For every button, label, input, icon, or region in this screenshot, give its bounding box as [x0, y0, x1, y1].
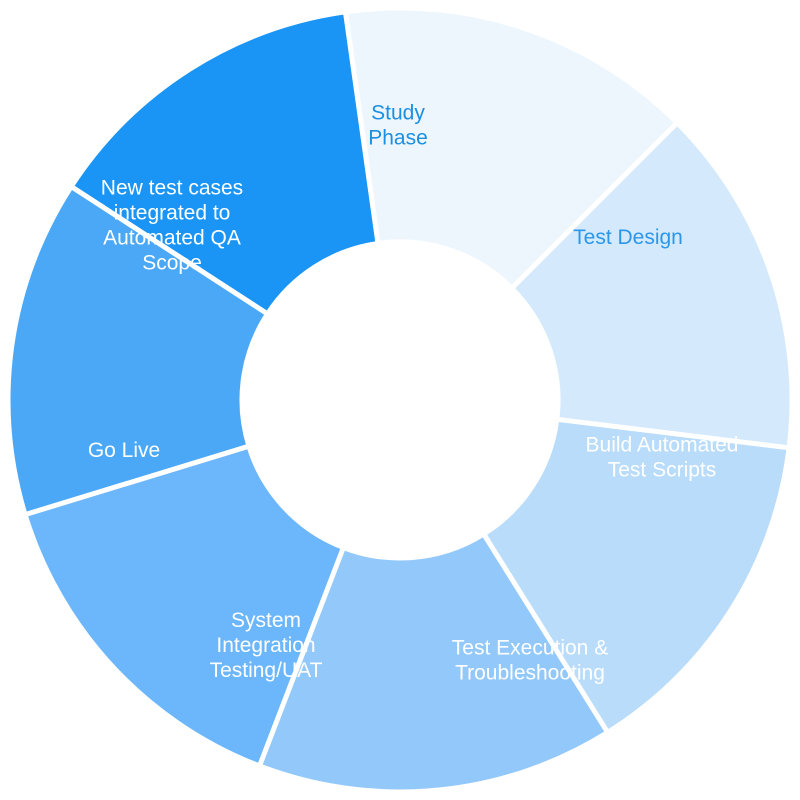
cycle-segment-new-test-cases-integrated [68, 9, 381, 317]
cycle-label-line: Build Automated [586, 434, 739, 457]
cycle-label-line: Troubleshooting [455, 662, 605, 685]
cycle-segment-system-integration-testing-uat [17, 435, 346, 769]
cycle-label-test-execution-troubleshooting: Test Execution &Troubleshooting [452, 637, 608, 685]
cycle-label-test-design: Test Design [573, 226, 683, 249]
cycle-label-line: New test cases [101, 177, 243, 200]
cycle-label-line: integrated to [114, 202, 231, 225]
cycle-segment-study-phase [342, 5, 690, 295]
cycle-label-line: Integration [216, 634, 315, 657]
cycle-segment-shape [238, 531, 611, 795]
cycle-label-line: Test Scripts [608, 459, 717, 482]
cycle-label-line: System [231, 609, 301, 632]
cycle-label-line: Scope [142, 252, 202, 275]
cycle-segment-test-execution-troubleshooting [238, 531, 611, 795]
cycle-label-line: Testing/UAT [210, 659, 323, 682]
cycle-segment-shape [509, 120, 795, 464]
cycle-label-line: Go Live [88, 439, 160, 462]
cycle-label-line: Test Execution & [452, 637, 608, 660]
cycle-segment-go-live [5, 167, 275, 518]
cycle-label-line: Automated QA [103, 227, 241, 250]
cycle-segment-shape [17, 435, 346, 769]
cycle-segment-test-design [509, 120, 795, 464]
cycle-label-go-live: Go Live [88, 439, 160, 462]
cycle-label-line: Phase [368, 127, 428, 150]
cycle-label-line: Study [371, 102, 425, 125]
cycle-label-line: Test Design [573, 226, 683, 249]
cycle-segment-shape [68, 9, 381, 317]
cycle-segment-shape [5, 167, 275, 518]
cycle-segment-shape [342, 5, 690, 295]
